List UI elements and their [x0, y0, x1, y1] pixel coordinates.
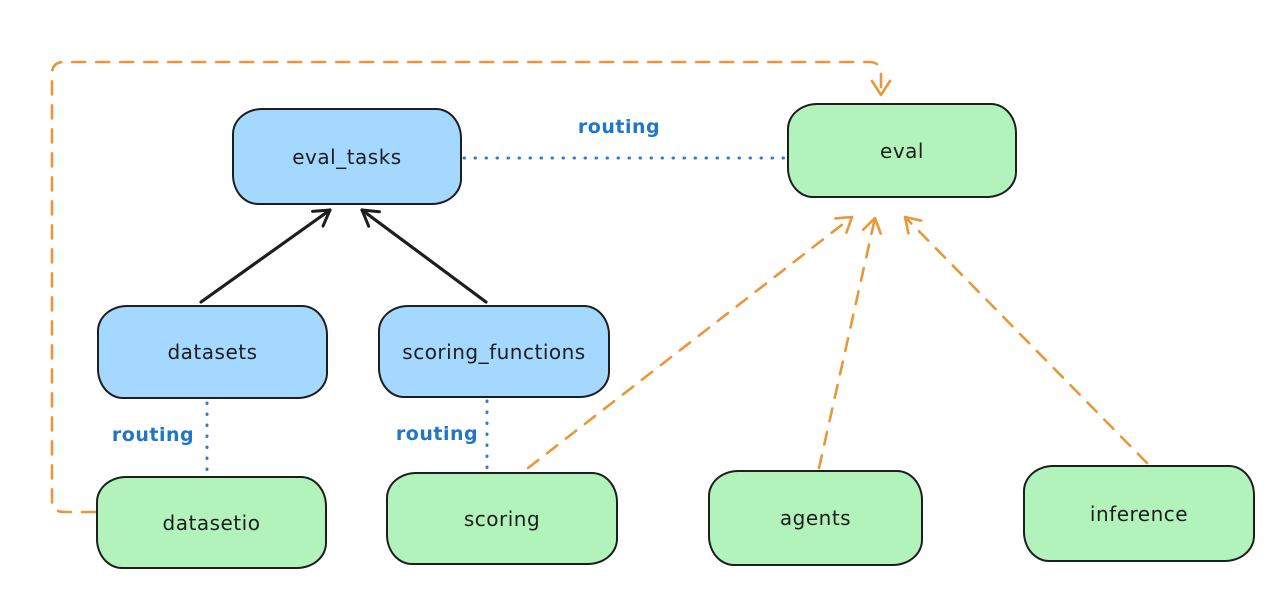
node-eval: eval: [787, 103, 1017, 198]
edge-datasets-to-eval-tasks: [199, 208, 332, 304]
node-eval-tasks-label: eval_tasks: [292, 144, 402, 169]
edge-agents-to-eval: [817, 216, 883, 470]
node-scoring: scoring: [386, 472, 618, 565]
node-datasetio-label: datasetio: [162, 510, 261, 535]
node-inference-label: inference: [1089, 501, 1189, 526]
edge-inference-to-eval: [903, 215, 1149, 465]
node-scoring-functions: scoring_functions: [378, 305, 610, 398]
node-agents-label: agents: [779, 506, 852, 530]
node-agents: agents: [708, 470, 923, 566]
node-eval-tasks: eval_tasks: [232, 108, 462, 205]
edge-datasetio-to-eval: [50, 60, 892, 514]
node-datasets-label: datasets: [167, 340, 258, 364]
edge-label-routing-eval-tasks-eval: routing: [577, 116, 661, 138]
edge-scoring-functions-to-eval-tasks: [360, 208, 488, 304]
node-scoring-functions-label: scoring_functions: [402, 339, 586, 364]
edge-scoring-to-eval: [526, 215, 854, 470]
node-inference: inference: [1023, 465, 1255, 562]
node-eval-label: eval: [880, 138, 924, 163]
edge-label-routing-scoring-functions-scoring: routing: [395, 423, 479, 445]
node-datasetio: datasetio: [96, 476, 327, 569]
node-datasets: datasets: [97, 305, 328, 399]
node-scoring-label: scoring: [463, 506, 541, 531]
edge-label-routing-datasets-datasetio: routing: [111, 424, 195, 446]
